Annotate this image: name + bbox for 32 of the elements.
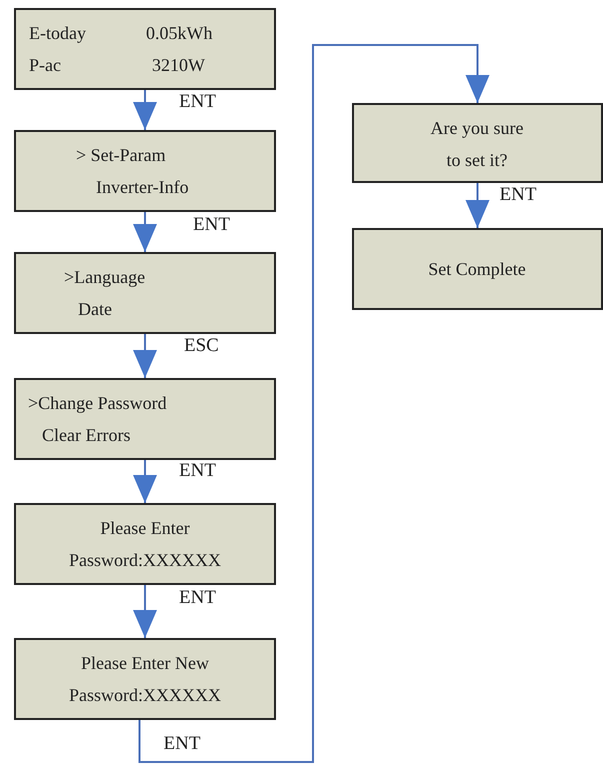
arrow [133,90,157,130]
lcd-screen-box [14,252,276,334]
arrow [133,460,157,503]
arrow [138,44,490,763]
lcd-screen-box [14,130,276,212]
screen-text: P-ac [29,54,61,76]
arrow [466,183,490,228]
screen-text: 3210W [152,54,205,76]
screen-text: >Change Password [28,392,167,414]
lcd-screen-box [14,378,276,460]
lcd-screen-box [14,503,276,585]
screen-text: Password:XXXXXX [69,684,221,706]
screen-text: E-today [29,22,86,44]
lcd-screen-box [14,8,276,90]
lcd-screen-box [14,638,276,720]
screen-text: > Set-Param [76,144,166,166]
arrow [133,212,157,252]
screen-text: Set Complete [428,258,526,280]
screen-text: Please Enter New [81,652,209,674]
screen-text: to set it? [446,149,508,171]
lcd-screen-box [352,103,603,183]
screen-text: 0.05kWh [146,22,212,44]
arrow [133,585,157,638]
screen-text: Inverter-Info [96,176,189,198]
screen-text: >Language [64,266,146,288]
screen-text: Password:XXXXXX [69,549,221,571]
screen-text: Clear Errors [42,424,130,446]
arrow [133,334,157,378]
lcd-screen-box [352,228,603,310]
screen-text: Date [78,298,112,320]
screen-text: Please Enter [100,517,190,539]
screen-text: Are you sure [430,117,524,139]
